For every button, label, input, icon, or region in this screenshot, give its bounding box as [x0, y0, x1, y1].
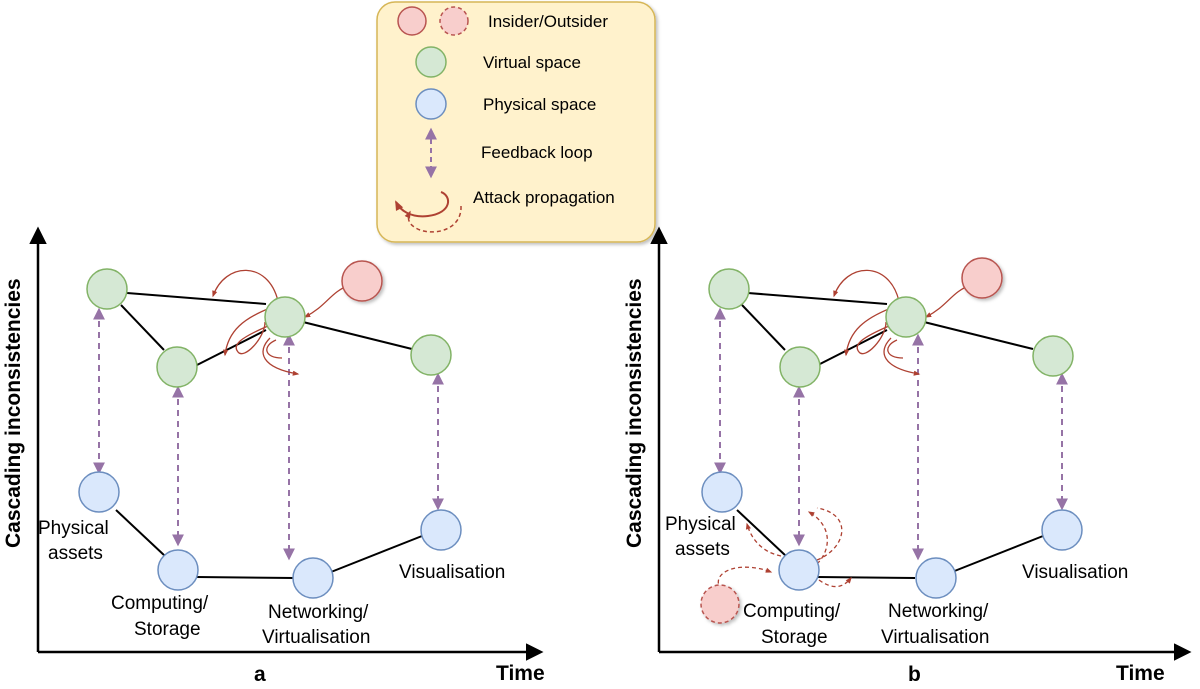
virtual-node	[885, 296, 927, 338]
label-networking-virtualisation: Networking/	[888, 601, 989, 622]
label-computing-storage: Storage	[134, 619, 201, 640]
panel-letter: a	[254, 663, 266, 686]
physical-attack-paths	[717, 507, 852, 591]
virtual-node	[779, 346, 821, 388]
virtual-node	[86, 268, 128, 310]
physical-nodes	[78, 471, 462, 599]
x-axis-label: Time	[1116, 662, 1165, 685]
label-physical-assets: Physical	[38, 518, 109, 539]
y-axis-label: Cascading inconsistencies	[2, 278, 25, 548]
physical-node	[1041, 509, 1083, 551]
physical-node	[778, 549, 820, 591]
label-computing-storage: Computing/	[743, 601, 841, 622]
physical-node	[292, 557, 334, 599]
legend-label-feedback-loop: Feedback loop	[481, 143, 593, 162]
y-axis-label: Cascading inconsistencies	[623, 278, 646, 548]
attacker-node	[961, 257, 1003, 299]
label-networking-virtualisation: Virtualisation	[881, 627, 989, 648]
physical-edges	[736, 509, 1044, 579]
virtual-edges	[741, 292, 1034, 367]
attacker-node	[341, 260, 383, 302]
legend-label-physical-space: Physical space	[483, 95, 596, 114]
physical-node	[157, 549, 199, 591]
virtual-node	[708, 268, 750, 310]
physical-node-icon	[415, 88, 447, 120]
label-visualisation: Visualisation	[399, 562, 505, 583]
panel-a: Cascading inconsistencies Time a	[2, 226, 545, 686]
virtual-edges	[120, 292, 413, 367]
label-physical-assets: assets	[675, 539, 730, 560]
label-visualisation: Visualisation	[1022, 562, 1128, 583]
virtual-nodes	[708, 268, 1074, 388]
legend-label-attack-propagation: Attack propagation	[473, 188, 615, 207]
panel-letter: b	[908, 663, 921, 686]
legend: Insider/Outsider Virtual space Physical …	[376, 1, 656, 243]
physical-edges	[115, 509, 423, 579]
legend-label-insider-outsider: Insider/Outsider	[488, 12, 608, 31]
x-axis-label: Time	[496, 662, 545, 685]
insider-outsider-icon	[397, 6, 469, 36]
virtual-node	[264, 296, 306, 338]
attack-paths	[833, 269, 972, 376]
physical-nodes	[701, 471, 1083, 599]
feedback-loops	[714, 307, 1068, 561]
physical-node	[915, 557, 957, 599]
label-networking-virtualisation: Networking/	[268, 602, 369, 623]
virtual-node	[1032, 335, 1074, 377]
physical-node	[420, 509, 462, 551]
label-networking-virtualisation: Virtualisation	[262, 627, 370, 648]
label-physical-assets: assets	[48, 543, 103, 564]
virtual-node	[410, 334, 452, 376]
feedback-loops	[93, 307, 444, 561]
outsider-attacker-node	[700, 584, 740, 624]
label-computing-storage: Computing/	[111, 593, 209, 614]
physical-node	[701, 471, 743, 513]
legend-label-virtual-space: Virtual space	[483, 53, 581, 72]
label-physical-assets: Physical	[665, 514, 736, 535]
label-computing-storage: Storage	[761, 627, 828, 648]
attack-propagation-icon	[395, 191, 462, 233]
virtual-node	[156, 346, 198, 388]
virtual-node-icon	[415, 46, 447, 78]
virtual-nodes	[86, 268, 452, 388]
panel-b: Cascading inconsistencies Time b	[623, 226, 1192, 686]
physical-node	[78, 471, 120, 513]
